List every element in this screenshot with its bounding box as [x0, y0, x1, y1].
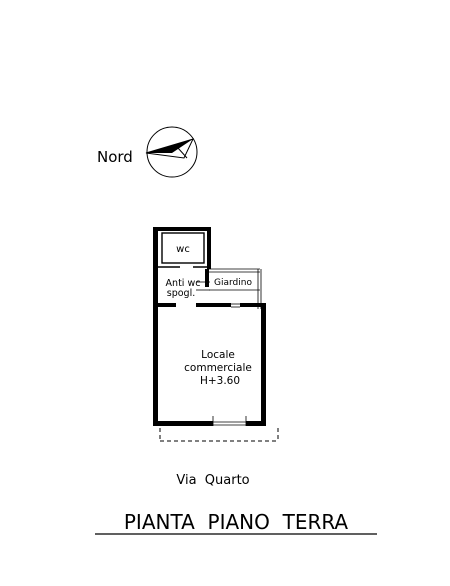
room-label-antiwc: Anti wc — [166, 278, 201, 289]
room-labels: wc Anti wc spogl. Giardino Locale commer… — [166, 244, 253, 387]
compass-needle-tail — [177, 147, 188, 159]
compass-label: Nord — [97, 148, 133, 166]
room-label-wc: wc — [176, 244, 190, 255]
room-label-height: H+3.60 — [200, 375, 240, 387]
north-compass: Nord — [97, 126, 198, 178]
wc-east-wall — [207, 227, 211, 269]
outer-wall-west — [153, 227, 158, 426]
outer-wall-north — [153, 227, 211, 231]
antiwc-east-wall — [205, 269, 209, 287]
plan-walls — [153, 227, 279, 442]
outer-wall-east — [261, 303, 266, 426]
outer-wall-south-left — [153, 421, 213, 426]
outer-wall-south-right — [246, 421, 266, 426]
wc-room-outline — [161, 232, 205, 264]
room-label-locale: Locale — [201, 349, 235, 361]
room-label-spogl: spogl. — [167, 288, 195, 299]
compass-needle-dark — [146, 139, 193, 153]
drawing-title: PIANTA PIANO TERRA — [124, 510, 349, 534]
compass-circle — [146, 126, 198, 178]
street-label: Via Quarto — [176, 473, 249, 488]
antiwc-south-wall-left — [158, 303, 176, 307]
antiwc-south-wall-right — [240, 303, 265, 307]
antiwc-south-wall-mid — [196, 303, 231, 307]
room-label-commerciale: commerciale — [184, 362, 252, 374]
room-label-giardino: Giardino — [214, 278, 252, 288]
